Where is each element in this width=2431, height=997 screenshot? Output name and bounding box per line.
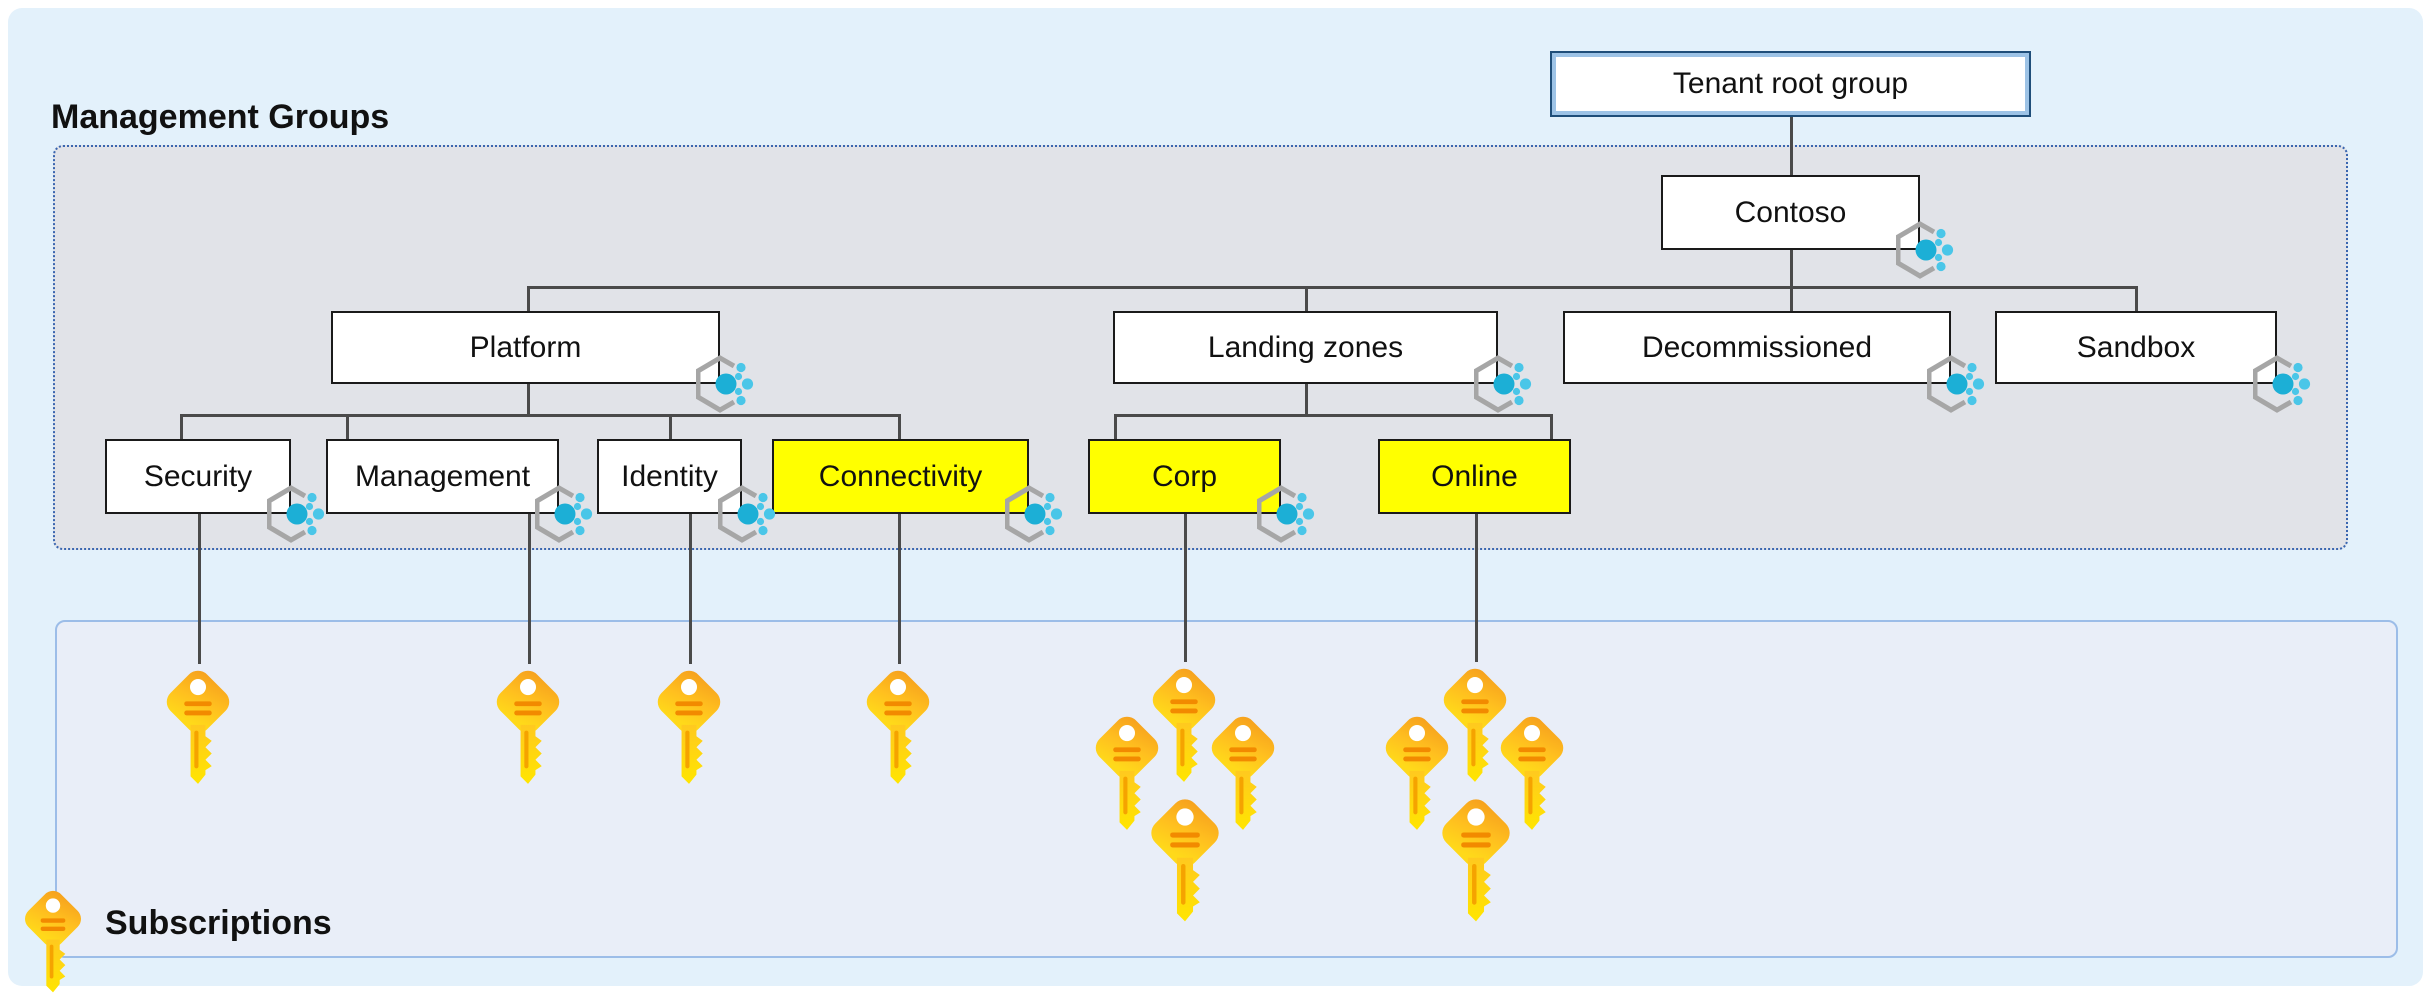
management-group-icon xyxy=(1257,485,1323,543)
subscription-key-icon xyxy=(1088,709,1166,835)
management-group-icon xyxy=(718,485,784,543)
mg-box-platform: Platform xyxy=(331,311,720,384)
connector-line xyxy=(198,514,201,664)
mg-box-label: Identity xyxy=(621,459,718,493)
connector-line xyxy=(1305,384,1308,415)
mg-box-tenant-root-group: Tenant root group xyxy=(1550,51,2031,117)
connector-line xyxy=(898,414,901,439)
subscription-key-icon xyxy=(1434,791,1518,927)
management-groups-title: Management Groups xyxy=(51,98,390,136)
connector-line xyxy=(1114,414,1552,417)
connector-line xyxy=(346,414,349,439)
management-group-icon xyxy=(1005,485,1071,543)
subscription-key-icon xyxy=(1143,791,1227,927)
management-group-icon xyxy=(535,485,601,543)
subscription-key-icon xyxy=(489,663,567,789)
mg-box-connectivity: Connectivity xyxy=(772,439,1029,514)
mg-box-landing-zones: Landing zones xyxy=(1113,311,1498,384)
subscription-key-icon xyxy=(1145,661,1223,787)
subscription-key-icon xyxy=(859,663,937,789)
connector-line xyxy=(1790,117,1793,175)
subscriptions-legend-key-icon xyxy=(18,884,88,997)
subscriptions-title: Subscriptions xyxy=(105,904,332,942)
connector-line xyxy=(898,514,901,664)
connector-line xyxy=(1790,250,1793,286)
management-group-icon xyxy=(1474,355,1540,413)
mg-box-corp: Corp xyxy=(1088,439,1281,514)
subscription-key-icon xyxy=(159,663,237,789)
connector-line xyxy=(527,384,530,415)
mg-box-label: Security xyxy=(143,459,253,493)
connector-line xyxy=(2135,286,2138,311)
mg-box-decommissioned: Decommissioned xyxy=(1563,311,1951,384)
mg-box-label: Platform xyxy=(469,330,582,364)
subscriptions-container xyxy=(55,620,2398,958)
subscription-key-icon xyxy=(1204,709,1282,835)
connector-line xyxy=(689,514,692,664)
mg-box-label: Connectivity xyxy=(818,459,983,493)
connector-line xyxy=(669,414,672,439)
management-group-icon xyxy=(1927,355,1993,413)
subscription-key-icon xyxy=(1378,709,1456,835)
subscription-key-icon xyxy=(1493,709,1571,835)
mg-box-sandbox: Sandbox xyxy=(1995,311,2277,384)
mg-box-label: Sandbox xyxy=(2076,330,2196,364)
management-group-icon xyxy=(696,355,762,413)
mg-box-label: Landing zones xyxy=(1207,330,1404,364)
subscription-key-icon xyxy=(1436,661,1514,787)
connector-line xyxy=(1114,414,1117,439)
mg-box-label: Contoso xyxy=(1734,195,1847,229)
diagram-canvas: Management Groups Subscriptions Tenant r… xyxy=(8,8,2423,993)
connector-line xyxy=(1550,414,1553,439)
mg-box-label: Decommissioned xyxy=(1641,330,1873,364)
mg-box-label: Corp xyxy=(1151,459,1218,493)
mg-box-online: Online xyxy=(1378,439,1571,514)
connector-line xyxy=(1790,286,1793,311)
management-group-icon xyxy=(2253,355,2319,413)
connector-line xyxy=(1184,514,1187,662)
management-group-icon xyxy=(267,485,333,543)
mg-box-label: Tenant root group xyxy=(1672,67,1909,100)
mg-box-management: Management xyxy=(326,439,559,514)
subscription-key-icon xyxy=(650,663,728,789)
connector-line xyxy=(180,414,183,439)
connector-line xyxy=(527,286,2135,289)
mg-box-security: Security xyxy=(105,439,291,514)
connector-line xyxy=(1305,286,1308,311)
connector-line xyxy=(527,286,530,311)
connector-line xyxy=(528,514,531,664)
connector-line xyxy=(180,414,900,417)
mg-box-contoso: Contoso xyxy=(1661,175,1920,250)
management-group-icon xyxy=(1896,221,1962,279)
connector-line xyxy=(1475,514,1478,662)
mg-box-label: Management xyxy=(354,459,531,493)
mg-box-label: Online xyxy=(1431,459,1518,493)
